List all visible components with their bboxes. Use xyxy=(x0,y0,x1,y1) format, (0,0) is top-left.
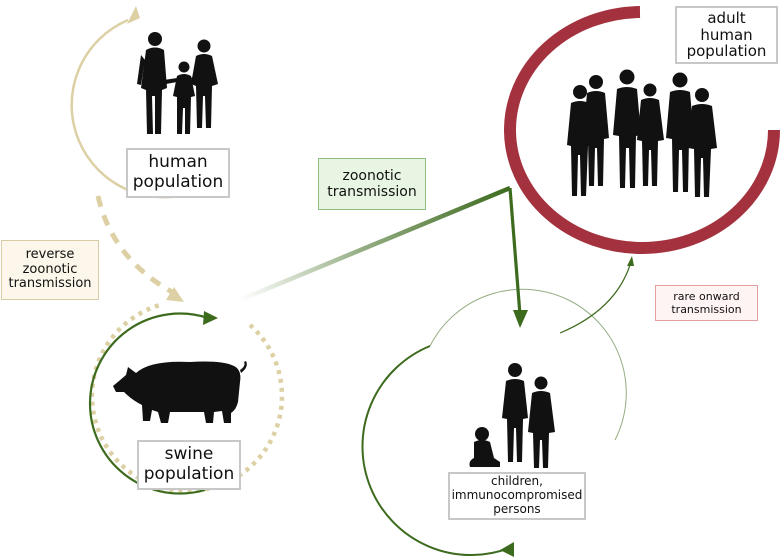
reverse-zoonotic-arrowhead xyxy=(166,287,184,302)
adult-population-label-line-3: population xyxy=(686,42,767,61)
children-cycle-arc xyxy=(361,345,513,557)
rare-onward-transmission-label: rare onward transmission xyxy=(655,285,758,321)
elderly-couple-and-child-silhouette-icon xyxy=(469,363,555,468)
zoonotic-transmission-label: zoonotic transmission xyxy=(318,158,426,210)
zoonotic-transmission-label-line-1: zoonotic xyxy=(342,167,402,184)
adult-population-ring xyxy=(504,6,780,254)
zoonotic-transmission-arrowhead xyxy=(513,310,528,328)
rare-onward-arrow xyxy=(559,264,631,334)
rare-onward-label-line-1: rare onward xyxy=(673,289,740,303)
adult-population-label-line-1: adult xyxy=(707,8,746,27)
zoonotic-transmission-label-line-2: transmission xyxy=(327,184,417,200)
human-population-label-line-2: population xyxy=(132,172,224,192)
children-cycle-arrowhead xyxy=(500,542,514,557)
adult-population-label-line-2: human xyxy=(700,25,753,44)
adult-population-label: adult human population xyxy=(675,6,778,64)
rare-onward-arrowhead xyxy=(627,256,634,266)
children-persons-label-line-3: persons xyxy=(493,501,541,516)
human-population-label: human population xyxy=(126,148,230,198)
reverse-zoonotic-arrow xyxy=(95,195,174,295)
human-population-label-line-1: human xyxy=(148,152,208,173)
children-persons-label-line-2: immunocompromised xyxy=(451,488,583,503)
swine-population-label-line-2: population xyxy=(143,464,235,484)
zoonotic-transmission-arrow xyxy=(508,187,522,316)
reverse-zoonotic-label-line-2: zoonotic xyxy=(22,261,78,277)
reverse-zoonotic-transmission-label: reverse zoonotic transmission xyxy=(1,240,99,300)
swine-cycle-arrowhead xyxy=(203,311,218,325)
reverse-zoonotic-label-line-3: transmission xyxy=(8,276,92,292)
rare-onward-label-line-2: transmission xyxy=(671,303,742,316)
human-cycle-arrowhead xyxy=(127,6,140,24)
children-persons-label: children, immunocompromised persons xyxy=(448,472,586,520)
family-silhouette-icon xyxy=(137,32,218,134)
reverse-zoonotic-label-line-1: reverse xyxy=(25,247,75,263)
children-persons-label-line-1: children, xyxy=(491,474,543,489)
children-cycle-arc-fade xyxy=(429,288,627,441)
adult-crowd-silhouette-icon xyxy=(567,69,717,197)
pig-silhouette-icon xyxy=(113,361,247,423)
zoonotic-transmission-line xyxy=(239,185,511,303)
swine-population-label-line-1: swine xyxy=(164,444,214,465)
swine-population-label: swine population xyxy=(137,440,241,490)
